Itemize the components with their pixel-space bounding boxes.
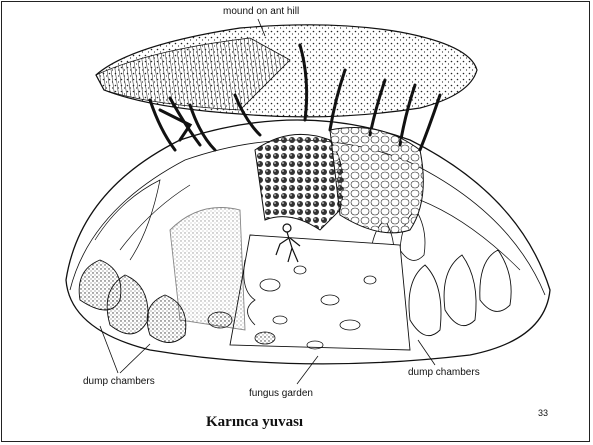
mound-label: mound on ant hill <box>223 6 299 17</box>
page-number: 33 <box>538 408 548 418</box>
fungus-garden-label: fungus garden <box>249 388 313 399</box>
slide-caption: Karınca yuvası <box>206 414 303 431</box>
dump-chambers-left-label: dump chambers <box>83 376 155 387</box>
dump-chambers-right-label: dump chambers <box>408 367 480 378</box>
mound <box>96 19 477 117</box>
